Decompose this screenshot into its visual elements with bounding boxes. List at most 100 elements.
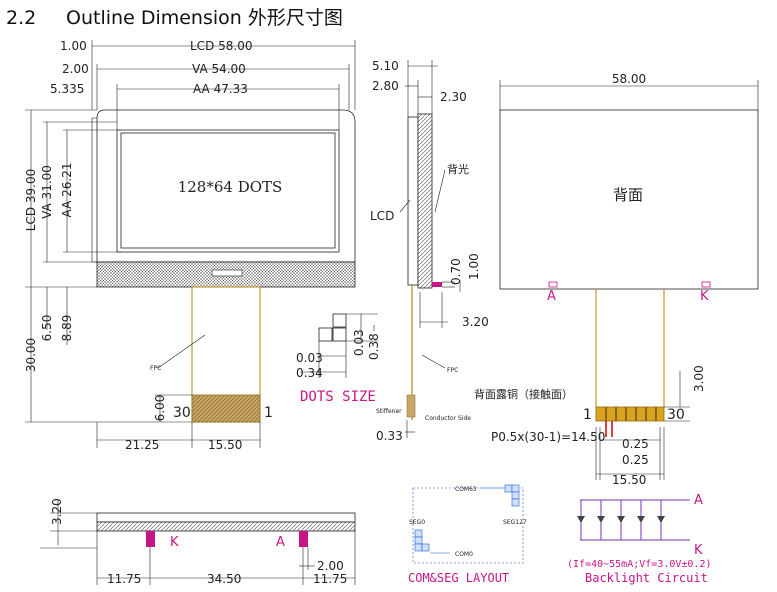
label-seg0: SEG0 — [409, 519, 425, 526]
anode-pad — [548, 281, 558, 288]
led-1 — [577, 516, 585, 523]
back-width-dim: 58.00 — [612, 72, 646, 86]
circuit-spec: (If=40~55mA;Vf=3.0V±0.2) — [567, 559, 712, 570]
com-seg-title: COM&SEG LAYOUT — [408, 571, 509, 585]
va-rect — [116, 129, 340, 253]
bottom-dim-11-75-left: 11.75 — [107, 572, 141, 586]
seg0-dot-b — [414, 536, 423, 545]
dot-2 — [318, 327, 333, 342]
bottom-dim-11-75-right: 11.75 — [313, 572, 347, 586]
com-seg-frame — [412, 487, 524, 564]
com63-dot-c — [511, 491, 520, 500]
pin-last-label: 1 — [264, 405, 273, 421]
back-anode-label: A — [547, 289, 556, 304]
lcd-outline — [96, 109, 356, 263]
bottom-pad-a — [299, 531, 308, 547]
bottom-dim-2-00: 2.00 — [317, 559, 344, 573]
label-lcd: LCD — [370, 209, 394, 223]
back-pin-dim-2: 0.25 — [622, 453, 649, 467]
led-4 — [637, 516, 645, 523]
back-outline — [499, 109, 759, 290]
back-center-text: 背面 — [613, 186, 643, 204]
circuit-cathode: K — [694, 543, 703, 558]
dim-va-54: VA 54.00 — [192, 62, 246, 76]
backlight-circuit: A K (If=40~55mA;Vf=3.0V±0.2) Backlight C… — [567, 493, 712, 585]
label-seg127: SEG127 — [503, 519, 527, 526]
back-pitch: P0.5x(30-1)=14.50 — [491, 430, 605, 444]
dim-0-70: 0.70 — [449, 258, 463, 285]
label-stiffener: Stiffener — [376, 408, 402, 415]
dim-1-00: 1.00 — [60, 39, 87, 53]
dot-1 — [332, 313, 347, 328]
com63-dot-b — [511, 484, 520, 493]
dim-dot-gap-x: 0.03 — [296, 351, 323, 365]
back-view: 背面 A K 58.00 背面露铜（接触面） 1 30 3.00 P0.5x(3… — [474, 72, 759, 487]
dim-2-80: 2.80 — [372, 79, 399, 93]
bottom-backlight — [96, 521, 356, 532]
led-5 — [657, 516, 665, 523]
dim-0-33: 0.33 — [376, 429, 403, 443]
seg0-dot-d — [421, 543, 430, 552]
dim-5-10: 5.10 — [372, 59, 399, 73]
dim-5-335: 5.335 — [50, 82, 84, 96]
dim-dot-gap-y: 0.03 — [352, 329, 366, 356]
label-backlight: 背光 — [447, 162, 469, 176]
dim-30-00: 30.00 — [24, 338, 38, 372]
bottom-glass — [96, 512, 356, 523]
dim-6-00: 6.00 — [153, 395, 167, 422]
fpc-leader — [157, 334, 206, 369]
bottom-k-label: K — [170, 535, 179, 550]
dim-15-50: 15.50 — [208, 438, 242, 452]
frame-edge — [91, 117, 97, 263]
dim-3-20: 3.20 — [462, 315, 489, 329]
side-backlight — [417, 113, 433, 289]
dim-dot-height: 0.38 — [367, 333, 381, 360]
dot-3 — [332, 327, 347, 342]
side-stiffener — [406, 394, 416, 418]
bottom-pad-k — [146, 531, 155, 547]
led-3 — [617, 516, 625, 523]
back-cathode-label: K — [700, 289, 709, 304]
back-pin-dim-3: 15.50 — [612, 473, 646, 487]
com63-dot-d — [511, 498, 520, 507]
back-note: 背面露铜（接触面） — [474, 387, 573, 401]
back-pin-last: 30 — [667, 407, 685, 423]
side-pad — [432, 282, 442, 287]
led-2 — [597, 516, 605, 523]
circuit-title: Backlight Circuit — [585, 571, 708, 585]
com-seg-layout: COM63 SEG0 SEG127 COM0 COM&SEG LAYOUT — [408, 484, 527, 585]
label-fpc: FPC — [447, 367, 458, 374]
dots-size-title: DOTS SIZE — [300, 389, 376, 405]
label-conductor: Conductor Side — [425, 415, 471, 422]
dim-lcd-58: LCD 58.00 — [190, 39, 252, 53]
label-com0: COM0 — [455, 551, 473, 558]
pin-first-label: 30 — [173, 405, 191, 421]
seg0-dot-a — [414, 529, 423, 538]
dim-va-31: VA 31.00 — [40, 165, 54, 219]
com63-dot-a — [504, 484, 513, 493]
side-view: 5.10 2.80 2.30 0.70 1.00 3.20 0.33 LCD 背… — [370, 59, 489, 443]
dim-dot-width: 0.34 — [296, 366, 323, 380]
section-header: 2.2 Outline Dimension 外形尺寸图 — [6, 3, 343, 30]
back-pin-dim-1: 0.25 — [622, 437, 649, 451]
bottom-view: K A 3.20 11.75 34.50 11.75 2.00 — [40, 498, 356, 586]
back-dim-3: 3.00 — [692, 365, 706, 392]
aa-rect — [120, 132, 336, 249]
dim-aa-47: AA 47.33 — [193, 82, 248, 96]
dim-1-00-side: 1.00 — [467, 253, 481, 280]
dim-21-25: 21.25 — [125, 438, 159, 452]
display-text: 128*64 DOTS — [178, 178, 283, 196]
front-view: 128*64 DOTS FPC 30 1 1.00 LCD 58.00 2.00… — [24, 39, 356, 452]
fpc-pads — [191, 394, 261, 423]
dim-8-89: 8.89 — [60, 315, 74, 342]
dim-6-50: 6.50 — [40, 315, 54, 342]
bottom-dim-34-50: 34.50 — [207, 572, 241, 586]
bottom-a-label: A — [276, 535, 285, 550]
bottom-dim-3-20: 3.20 — [50, 498, 64, 525]
cathode-pad — [701, 281, 711, 288]
circuit-anode: A — [694, 493, 703, 508]
dim-2-30: 2.30 — [440, 90, 467, 104]
strip-slot — [211, 269, 243, 277]
back-pin-first: 1 — [583, 407, 592, 423]
